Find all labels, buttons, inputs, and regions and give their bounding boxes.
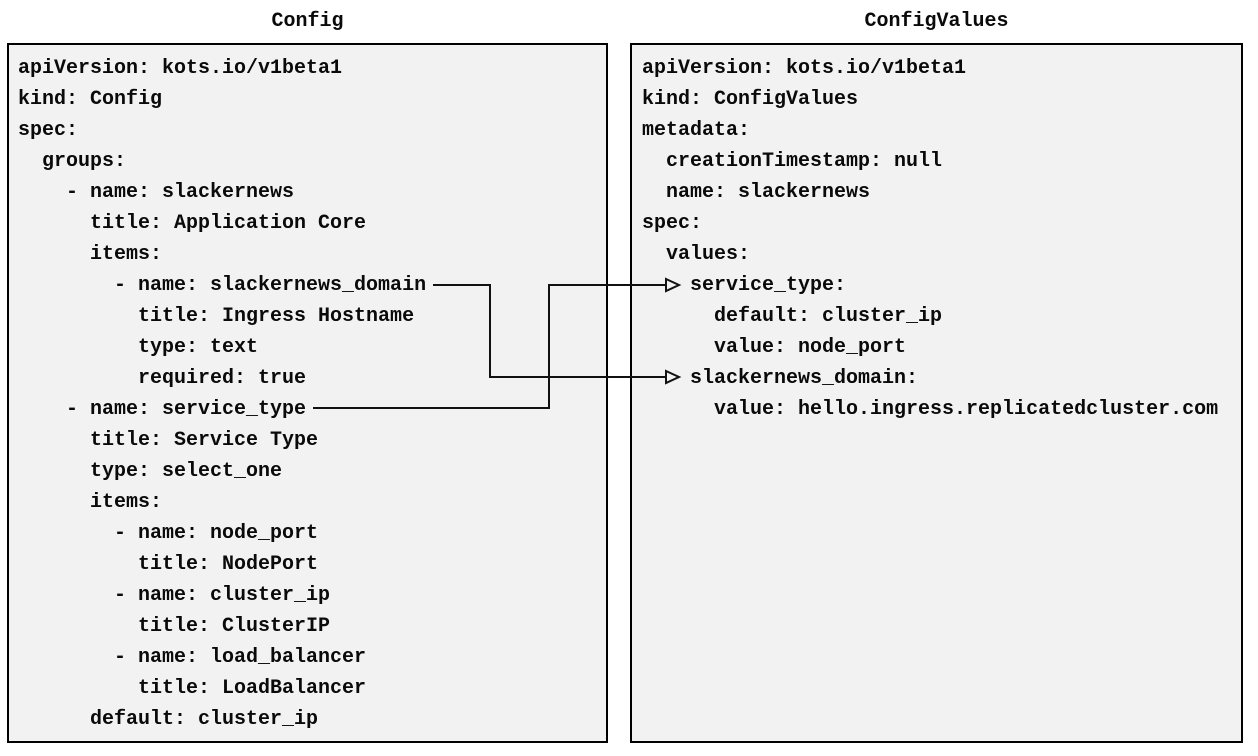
yaml-line: - name: cluster_ip	[18, 584, 331, 607]
configvalues-panel-title: ConfigValues	[864, 10, 1009, 33]
yaml-line: values:	[642, 243, 751, 266]
yaml-line: title: LoadBalancer	[18, 677, 367, 700]
yaml-line: type: select_one	[18, 460, 283, 483]
yaml-line: items:	[18, 491, 163, 514]
configvalues-yaml-code: apiVersion: kots.io/v1beta1 kind: ConfigV…	[642, 53, 1241, 425]
yaml-line: groups:	[18, 150, 127, 173]
yaml-line: slackernews_domain:	[642, 367, 919, 390]
yaml-line: value: hello.ingress.replicatedcluster.c…	[642, 398, 1219, 421]
yaml-line: title: NodePort	[18, 553, 319, 576]
yaml-line: title: ClusterIP	[18, 615, 331, 638]
yaml-line: - name: load_balancer	[18, 646, 367, 669]
yaml-line: kind: Config	[18, 88, 163, 111]
yaml-line: - name: slackernews_domain	[18, 274, 427, 297]
yaml-line: - name: service_type	[18, 398, 307, 421]
yaml-line: - name: slackernews	[18, 181, 295, 204]
yaml-line: metadata:	[642, 119, 751, 142]
yaml-line: default: cluster_ip	[18, 708, 319, 731]
yaml-line: title: Application Core	[18, 212, 367, 235]
yaml-line: name: slackernews	[642, 181, 871, 204]
yaml-line: title: Ingress Hostname	[18, 305, 415, 328]
config-yaml-code: apiVersion: kots.io/v1beta1 kind: Config s…	[18, 53, 606, 735]
yaml-line: apiVersion: kots.io/v1beta1	[642, 57, 967, 80]
yaml-line: default: cluster_ip	[642, 305, 943, 328]
yaml-line: kind: ConfigValues	[642, 88, 859, 111]
yaml-line: spec:	[642, 212, 703, 235]
config-yaml-panel: apiVersion: kots.io/v1beta1 kind: Config s…	[7, 43, 608, 743]
yaml-line: - name: node_port	[18, 522, 319, 545]
yaml-line: type: text	[18, 336, 259, 359]
configvalues-yaml-panel: apiVersion: kots.io/v1beta1 kind: ConfigV…	[630, 43, 1243, 743]
config-panel-title: Config	[271, 10, 344, 33]
yaml-line: service_type:	[642, 274, 847, 297]
yaml-line: creationTimestamp: null	[642, 150, 943, 173]
yaml-line: required: true	[18, 367, 307, 390]
yaml-line: spec:	[18, 119, 79, 142]
yaml-line: value: node_port	[642, 336, 907, 359]
yaml-line: title: Service Type	[18, 429, 319, 452]
yaml-line: items:	[18, 243, 163, 266]
yaml-line: apiVersion: kots.io/v1beta1	[18, 57, 343, 80]
